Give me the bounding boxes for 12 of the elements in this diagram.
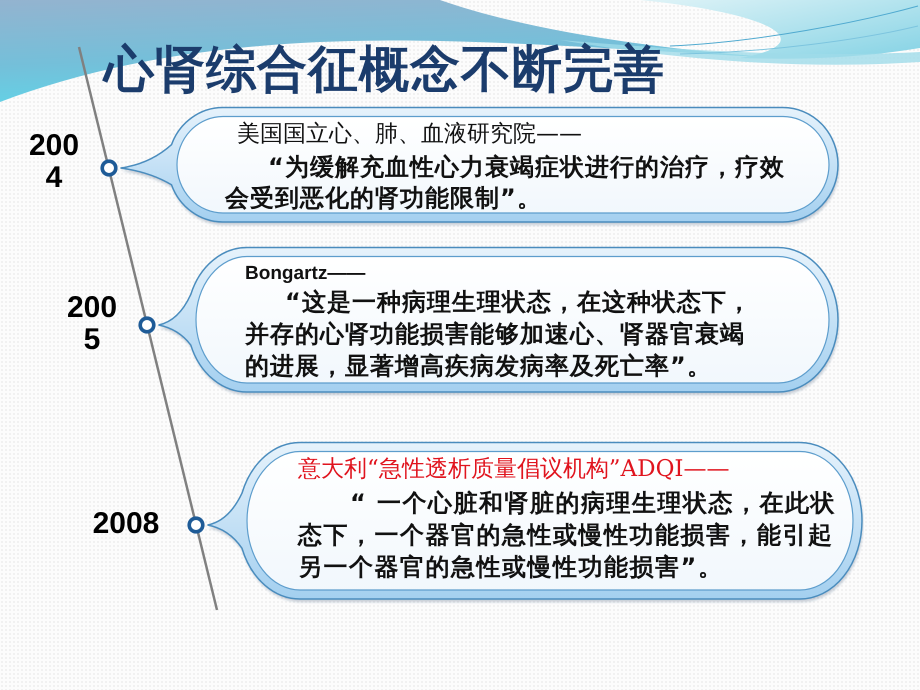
bubble-heading: 美国国立心、肺、血液研究院—— (237, 121, 582, 148)
quote-text: “ 一个心脏和肾脏的病理生理状态，在此状态下，一个器官的急性或慢性功能损害，能引起另一个器官的急性或慢性功能损害”。 (298, 488, 838, 583)
bubble-heading: 意大利“急性透析质量倡议机构”ADQI—— (298, 456, 730, 483)
speech-bubble (157, 246, 840, 398)
bubble-heading: Bongartz—— (245, 262, 366, 286)
year-label: 2008 (92, 508, 160, 540)
year-label: 2005 (66, 292, 118, 356)
speech-bubble (206, 441, 864, 605)
speech-bubble (119, 106, 840, 228)
year-label: 2004 (28, 130, 80, 194)
quote-text: “为缓解充血性心力衰竭症状进行的治疗，疗效会受到恶化的肾功能限制”。 (225, 152, 786, 214)
quote-text: “这是一种病理生理状态，在这种状态下，并存的心肾功能损害能够加速心、肾器官衰竭的进展，显著增高疾病发病率及死亡率”。 (245, 287, 753, 382)
